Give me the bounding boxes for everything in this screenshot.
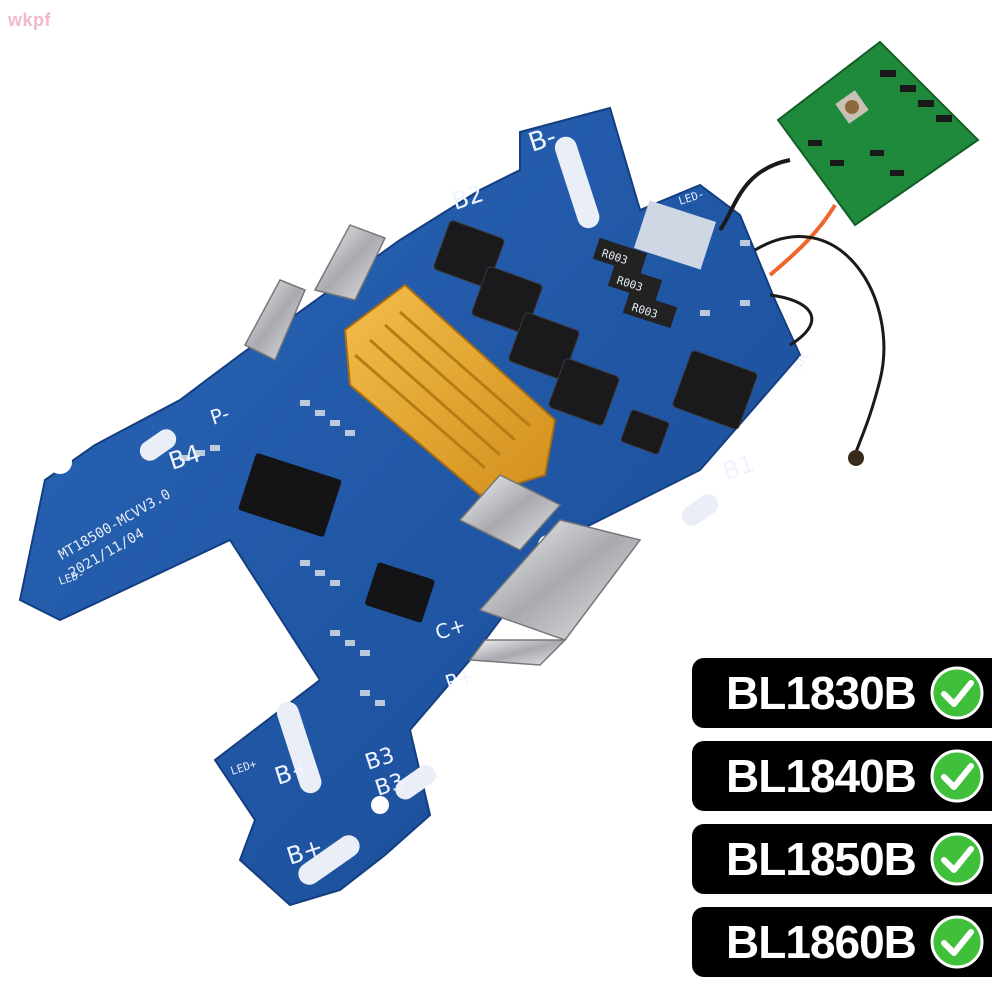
- compat-badge: BL1830B: [692, 658, 992, 728]
- ntc-wire: [754, 235, 886, 456]
- green-check-icon: [930, 749, 984, 803]
- mount-hole: [48, 450, 72, 474]
- shunt-resistors: R003 R003 R003: [592, 237, 678, 329]
- green-check-icon: [930, 666, 984, 720]
- control-ics: [238, 453, 435, 623]
- compat-badge: BL1850B: [692, 824, 992, 894]
- compat-model: BL1850B: [726, 833, 917, 885]
- compat-model: BL1830B: [726, 667, 917, 719]
- ntc-wire-2: [769, 293, 814, 347]
- mount-hole: [371, 796, 389, 814]
- battery-connector: [343, 283, 557, 497]
- ntc-sensor: [848, 450, 864, 466]
- mosfet-row: [433, 220, 758, 455]
- slot-b-plus-top: [276, 701, 322, 794]
- metal-terminals: [243, 224, 642, 666]
- slot-b-minus: [554, 136, 600, 229]
- black-wire: [718, 158, 791, 232]
- slot-b3: [395, 765, 436, 800]
- compat-badge: BL1840B: [692, 741, 992, 811]
- pad-label-b1: B1: [719, 449, 758, 485]
- compatibility-list: BL1830B BL1840B BL1850B BL1860B: [692, 658, 992, 990]
- test-pad-grid: [633, 200, 717, 270]
- slot-b-plus-bottom: [298, 835, 360, 885]
- smd-components: [180, 240, 750, 706]
- pcb-board: [18, 106, 802, 907]
- led-indicator-board: [776, 40, 980, 227]
- watermark: wkpf: [8, 10, 52, 30]
- slot-b4: [139, 429, 177, 461]
- compat-badge: BL1860B: [692, 907, 992, 977]
- compat-model: BL1860B: [726, 916, 917, 968]
- green-check-icon: [930, 915, 984, 969]
- slot-b1: [681, 494, 719, 526]
- compat-model: BL1840B: [726, 750, 917, 802]
- orange-wire: [768, 203, 837, 277]
- green-check-icon: [930, 832, 984, 886]
